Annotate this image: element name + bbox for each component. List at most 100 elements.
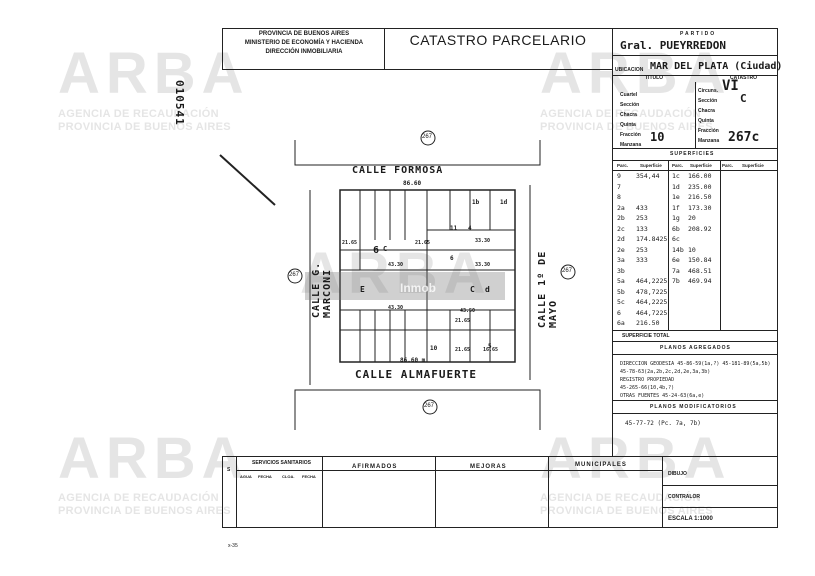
dibujo-label: DIBUJO [668,471,687,477]
block-number-top: 267 [422,134,433,140]
titulo-divider [695,82,696,148]
sup-cell: 2c [617,224,625,233]
afirmados-label: AFIRMADOS [352,464,398,470]
serv-col: FECHA [258,474,272,479]
watermark-arba: ARBA [58,41,250,106]
bottom-col [435,456,436,528]
parcel-label: 1d [500,199,508,206]
catastro-label: CATASTRO [730,75,758,81]
planos-modificatorios-title: PLANOS MODIFICATORIOS [650,404,737,410]
right-panel-border [612,28,613,456]
sup-total-bottom [612,341,778,342]
dim-label: 43.50 [460,308,476,314]
sup-cell: 216.50 [636,319,660,327]
bottom-table-top [222,456,778,457]
sup-cell: 6b [672,224,680,233]
sup-cell: 5b [617,287,625,296]
street-top: CALLE FORMOSA [352,165,444,176]
dim-bottom: 86.60 m [400,357,426,364]
dim-label: 43.30 [388,262,404,268]
partido-label: PARTIDO [680,31,717,37]
sup-header-parc: Parc. [672,163,684,168]
municipales-label: MUNICIPALES [575,462,627,468]
footnote: x-35 [228,543,238,549]
bottom-right-line [662,507,778,508]
sup-cell: 7 [617,182,621,191]
parcel-label: C [383,245,388,253]
sup-cell: 333 [636,256,648,264]
watermark-arba: ARBA [540,41,732,106]
header-divider [222,69,612,70]
sup-cell: 216.50 [688,193,712,201]
serv-col: CLOA. [282,474,295,479]
manzana-value: 267c [728,130,760,145]
dim-label: 33.30 [475,238,491,244]
parcel-label: 10 [430,345,438,352]
superficie-total-label: SUPERFICIE TOTAL [622,333,670,339]
serv-col: AGUA [240,474,252,479]
sup-cell: 133 [636,224,648,233]
bottom-col [548,456,549,528]
dim-label: 33.30 [475,262,491,268]
bottom-header-line [236,470,662,471]
superficies-title: SUPERFICIES [670,151,715,157]
servicios-sanitarios-label: SERVICIOS SANITARIOS [252,460,311,466]
sup-cell: 464,2225 [636,277,668,285]
sup-cell: 433 [636,203,648,212]
block-number-left: 267 [289,272,300,278]
sup-cell: 2b [617,214,625,222]
sup-cell: 173.30 [688,203,712,212]
sup-cell: 354,44 [636,172,660,180]
sup-cell: 6e [672,256,680,264]
planos-mod-top [612,400,778,401]
sup-cell: 150.84 [688,256,712,264]
sup-cell: 14b [672,245,684,254]
sup-header-superficie: Superficie [690,163,712,168]
titulo-fields: Cuartel Sección Chacra Quinta Fracción M… [620,92,642,148]
sup-cell: 253 [636,245,648,254]
sup-cell: 3a [617,256,625,264]
fraccion-value: 10 [650,130,665,144]
circuns-value: VI [722,78,739,94]
serv-col: FECHA [302,474,316,479]
sup-cell: 464,2225 [636,298,668,306]
sup-cell: 253 [636,214,648,222]
sup-cell: 7b [672,277,680,285]
parcel-label: C [470,285,475,294]
sup-cell: 1d [672,182,680,191]
ubicacion-value: MAR DEL PLATA (Ciudad) [650,61,783,72]
sup-cell: 166.00 [688,172,712,180]
sup-cell: 478,7225 [636,287,668,296]
sup-col-div [720,160,721,330]
street-left: CALLE G. MARCONI [311,261,333,318]
partido-divider [612,55,778,56]
sup-header-parc: Parc. [617,163,629,168]
catastro-fields: Circuns. Sección Chacra Quinta Fracción … [698,88,720,144]
watermark-arba: ARBA [540,426,732,491]
ministry-header: PROVINCIA DE BUENOS AIRES MINISTERIO DE … [244,31,364,55]
sup-cell: 469.94 [688,277,712,285]
sup-cell: 8 [617,193,621,201]
planos-agregados-title: PLANOS AGREGADOS [660,345,731,351]
frame-left-top [222,28,223,70]
bottom-table-bottom [222,527,778,528]
bottom-col [236,456,237,528]
bottom-table-left [222,456,223,528]
escala-label: ESCALA 1:1000 [668,516,713,522]
sup-cell: 10 [688,245,696,254]
parcel-label: E [360,285,365,294]
sup-cell: 3b [617,266,625,275]
block-number-bottom: 267 [424,403,435,409]
sup-cell: 1c [672,172,680,180]
superficies-header-top [612,160,778,161]
sup-cell: 1e [672,193,680,201]
sup-header-parc: Parc. [722,163,734,168]
dim-label: 21.65 [455,318,471,324]
sup-cell: 1f [672,203,680,212]
sup-cell: 20 [688,214,696,222]
sup-cell: 5c [617,298,625,306]
sup-header-bottom [612,170,778,171]
dim-label: 16.65 [483,347,499,353]
